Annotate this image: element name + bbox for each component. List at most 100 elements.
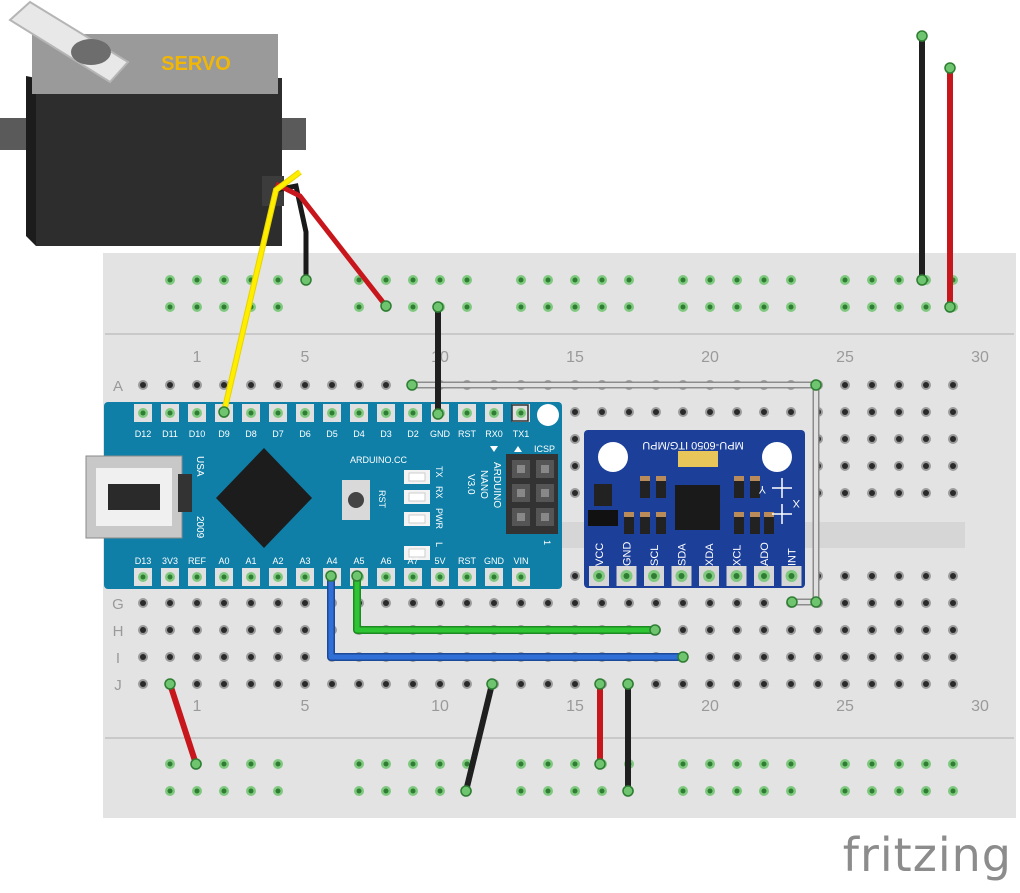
column-number: 15 [566,349,584,366]
hole-center [842,654,848,660]
hole-center [437,681,443,687]
hole-center [221,654,227,660]
hole-center [923,654,929,660]
rail-hole-center [410,761,416,767]
rail-hole-center [518,277,524,283]
hole-center [761,654,767,660]
wire-endpoint [164,678,176,690]
status-led-label: TX [434,466,444,478]
mpu-smd-component [734,476,744,498]
nano-bottom-pin-label: REF [188,556,207,566]
hole-center [626,409,632,415]
hole-center [923,681,929,687]
wire-endpoint [432,408,444,420]
mpu-smd-component [750,476,760,498]
rail-hole-center [572,277,578,283]
column-number: 30 [971,698,989,715]
column-number: 20 [701,349,719,366]
rail-hole-center [572,304,578,310]
hole-center [788,627,794,633]
icsp-pin-center [541,513,549,521]
hole-center [410,600,416,606]
nano-pin-center [518,410,524,416]
rail-hole-center [734,277,740,283]
nano-pin-center [464,574,470,580]
rail-hole-center [869,277,875,283]
hole-center [302,382,308,388]
nano-bottom-pin-label: GND [484,556,505,566]
hole-center [194,627,200,633]
hole-center [707,409,713,415]
hole-center [599,409,605,415]
hole-center [221,600,227,606]
hole-center [842,490,848,496]
hole-center [815,627,821,633]
hole-center [302,681,308,687]
nano-bottom-pin-label: 3V3 [162,556,178,566]
rail-hole-center [869,761,875,767]
wire-endpoint [677,651,689,663]
hole-center [923,463,929,469]
mpu-pin-center [678,573,685,579]
arduino-model-line3: V3.0 [465,474,476,495]
rail-hole-center [761,761,767,767]
hole-center [194,382,200,388]
nano-bottom-pin-label: VIN [513,556,528,566]
hole-center [788,654,794,660]
hole-center [923,600,929,606]
mpu-pin-label: GND [622,542,634,567]
wire-endpoint [325,570,337,582]
nano-pin-center [275,574,281,580]
column-numbers: 115510101515202025253030 [193,349,989,715]
hole-center [572,600,578,606]
rail-hole-center [383,788,389,794]
arduino-board [104,402,562,589]
hole-center [194,654,200,660]
rail-hole-center [167,761,173,767]
rail-hole-center [788,761,794,767]
wire-endpoint [351,570,363,582]
nano-pin-center [140,410,146,416]
rail-hole-center [545,761,551,767]
arduino-usa: USA [194,456,205,477]
rail-hole-center [356,761,362,767]
hole-center [950,463,956,469]
rail-hole-center [680,761,686,767]
nano-bottom-pin-label: A2 [272,556,283,566]
rail-hole-center [383,761,389,767]
hole-center [869,573,875,579]
rail-hole-center [221,761,227,767]
reset-button-cap[interactable] [348,492,364,508]
hole-center [734,654,740,660]
arduino-model-line1: ARDUINO [491,462,502,508]
hole-center [518,681,524,687]
hole-center [842,573,848,579]
hole-center [383,600,389,606]
rail-hole-center [194,788,200,794]
mpu-pin-label: VCC [594,543,606,566]
rail-hole-center [599,304,605,310]
hole-center [653,681,659,687]
hole-center [329,382,335,388]
rail-hole-center [788,788,794,794]
hole-center [167,627,173,633]
nano-pin-center [383,410,389,416]
wires [164,30,956,797]
hole-center [680,681,686,687]
mpu-smd-component [640,512,650,534]
rail-hole-center [437,788,443,794]
hole-center [842,627,848,633]
rail-hole-center [410,277,416,283]
nano-pin-center [329,410,335,416]
mpu-axis-y: Y [758,483,766,495]
servo-label: SERVO [161,53,231,75]
wire-black-bottom-rail [463,683,495,792]
status-led-lens [408,472,426,482]
rail-hole-center [680,304,686,310]
mpu-pin-label: XDA [704,543,716,566]
hole-center [923,436,929,442]
nano-top-pin-label: RX0 [485,429,503,439]
hole-center [572,490,578,496]
servo-wire-yellow [222,170,302,413]
hole-center [302,600,308,606]
